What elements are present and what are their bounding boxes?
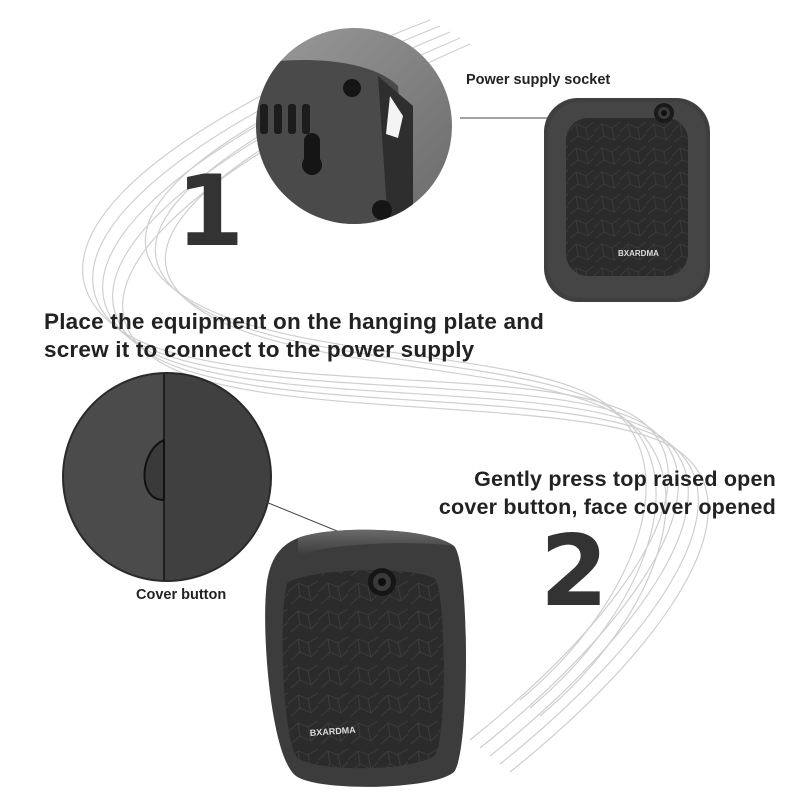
step-number-2: 2	[540, 515, 609, 629]
device-image-top: BXARDMA	[544, 98, 710, 302]
device-brand-bottom: BXARDMA	[309, 725, 356, 738]
device-image-bottom: BXARDMA	[265, 529, 466, 787]
power-socket-label: Power supply socket	[466, 72, 611, 88]
socket-zoom-circle	[256, 28, 452, 224]
device-brand-top: BXARDMA	[618, 249, 659, 258]
step2-instruction: Gently press top raised open cover butto…	[356, 465, 776, 521]
step1-line-2: screw it to connect to the power supply	[44, 337, 475, 362]
cover-button-zoom-circle	[62, 372, 272, 582]
cover-button-label: Cover button	[136, 587, 227, 603]
step2-line-2: cover button, face cover opened	[438, 495, 776, 519]
step1-line-1: Place the equipment on the hanging plate…	[44, 309, 545, 334]
step-number-1: 1	[176, 155, 245, 269]
step2-line-1: Gently press top raised open	[474, 467, 776, 491]
step1-instruction: Place the equipment on the hanging plate…	[44, 308, 644, 364]
